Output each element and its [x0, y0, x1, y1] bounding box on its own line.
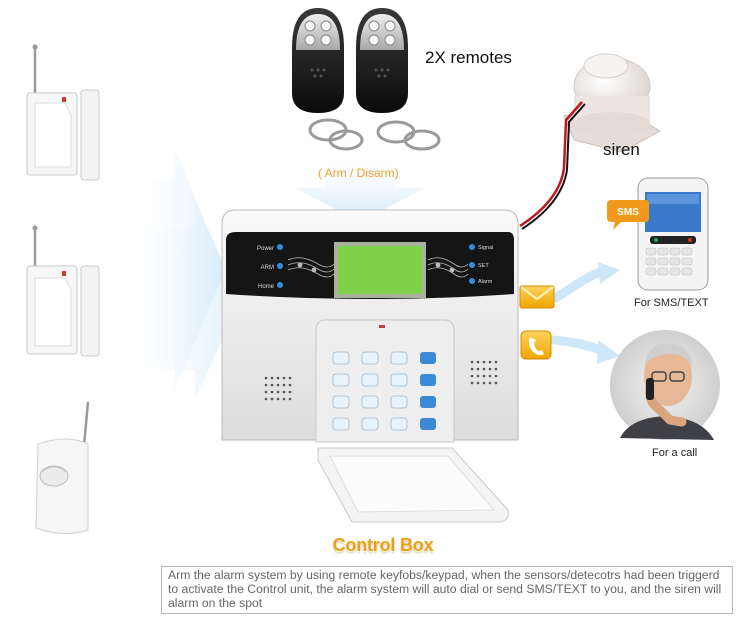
power-indicator [277, 244, 283, 250]
remote-keyfob-icon [356, 8, 441, 151]
mobile-phone-icon [637, 177, 709, 291]
door-sensor-icon [26, 44, 100, 181]
remote-arrow [295, 150, 425, 222]
description-box: Arm the alarm system by using remote key… [161, 566, 733, 614]
arm-indicator [277, 263, 283, 269]
indicator-label-signal: Signal [478, 245, 493, 251]
siren-wire [519, 101, 583, 228]
control-box-title: Control Box [332, 535, 434, 555]
siren-icon [563, 53, 662, 153]
indicator-label-power: Power [257, 246, 274, 252]
remotes-label: 2X remotes [425, 48, 512, 67]
speaker-grille-left [264, 376, 292, 401]
arm-disarm-label: ( Arm / Disarm) [318, 166, 399, 180]
indicator-label-alarm: Alarm [478, 279, 493, 285]
sms-label: For SMS/TEXT [634, 297, 709, 309]
lcd-screen [338, 246, 422, 294]
sensor-arrow-mid [120, 200, 240, 400]
svg-text:SMS: SMS [617, 207, 639, 218]
keypad [332, 351, 436, 431]
siren-label: siren [603, 140, 640, 159]
sound-wave-left-icon [287, 257, 335, 278]
door-sensor-icon [26, 225, 100, 357]
sms-arrow [551, 262, 620, 303]
pir-sensor-icon [35, 401, 90, 534]
status-led [379, 325, 385, 328]
indicator-label-home: Home [258, 284, 275, 290]
speaker-grille-right [470, 360, 498, 385]
remote-keyfob-icon [292, 8, 364, 151]
control-panel: Power ARM Home Signal SET Alarm [221, 209, 519, 443]
call-arrow [549, 335, 620, 364]
set-indicator [469, 262, 475, 268]
indicator-label-arm: ARM [261, 265, 274, 271]
phone-icon [520, 330, 552, 360]
sms-badge: SMS [607, 200, 649, 230]
caller-photo [610, 330, 720, 440]
signal-indicator [469, 244, 475, 250]
alarm-indicator [469, 278, 475, 284]
sound-wave-right-icon [427, 257, 469, 278]
call-label: For a call [652, 447, 698, 459]
indicator-label-set: SET [478, 263, 489, 269]
envelope-icon [519, 285, 555, 309]
home-indicator [277, 282, 283, 288]
